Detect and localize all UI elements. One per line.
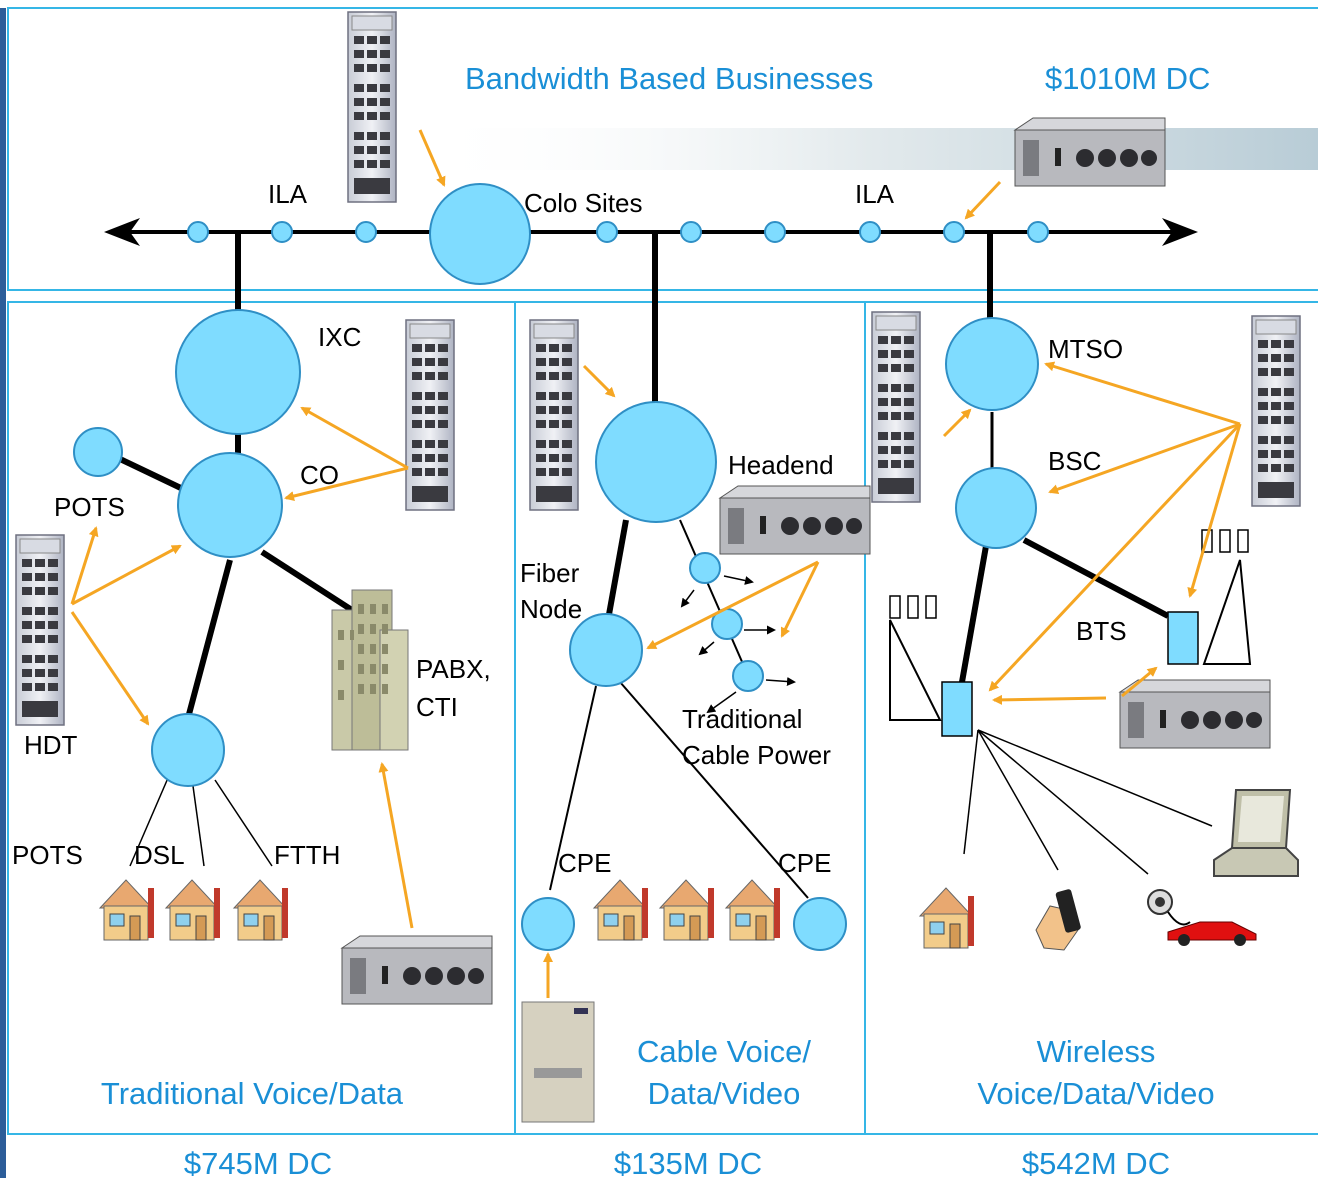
middle-links bbox=[549, 519, 809, 899]
background-haze bbox=[420, 128, 1318, 170]
ila-nodes bbox=[187, 221, 1049, 243]
right-value: $542M DC bbox=[1022, 1146, 1170, 1181]
headend-node bbox=[595, 401, 717, 523]
backbone bbox=[104, 218, 1198, 410]
middle-orange-arrows bbox=[543, 364, 820, 998]
middle-section-label-1: Cable Voice/ bbox=[637, 1034, 811, 1069]
bts-left-box bbox=[941, 681, 973, 737]
office-building-icon bbox=[331, 589, 409, 751]
fiber-node bbox=[569, 613, 643, 687]
bts-right-box bbox=[1167, 611, 1199, 665]
fiber-label-2: Node bbox=[520, 594, 582, 624]
pots-top-label: POTS bbox=[54, 492, 125, 522]
mtso-label: MTSO bbox=[1048, 334, 1123, 364]
co-node bbox=[177, 452, 283, 558]
ftth-label: FTTH bbox=[274, 840, 340, 870]
hdt-node bbox=[151, 713, 225, 787]
amp-node-3 bbox=[732, 660, 764, 692]
fiber-label-1: Fiber bbox=[520, 558, 580, 588]
top-ups-icon bbox=[1014, 117, 1166, 187]
trad-label-1: Traditional bbox=[682, 704, 802, 734]
colo-label: Colo Sites bbox=[524, 188, 643, 218]
left-ups-icon bbox=[341, 935, 493, 1005]
laptop-icon bbox=[1213, 789, 1299, 877]
co-label: CO bbox=[300, 460, 339, 490]
cpe-left-label: CPE bbox=[558, 848, 611, 878]
cellphone-icon bbox=[1035, 889, 1081, 951]
pabx-label-1: PABX, bbox=[416, 654, 491, 684]
ixc-node bbox=[175, 309, 301, 435]
cpe-left-node bbox=[521, 897, 575, 951]
house-icon-3 bbox=[233, 879, 289, 941]
house-icon-4 bbox=[593, 879, 649, 941]
headend-rack-icon bbox=[529, 319, 579, 511]
pots-bottom-label: POTS bbox=[12, 840, 83, 870]
left-section-label: Traditional Voice/Data bbox=[101, 1076, 404, 1111]
tower-left-icon bbox=[889, 619, 941, 721]
ixc-label: IXC bbox=[318, 322, 361, 352]
tower-right-icon bbox=[1202, 559, 1252, 665]
co-rack-icon bbox=[405, 319, 455, 511]
dsl-label: DSL bbox=[134, 840, 185, 870]
power-cabinet-icon bbox=[521, 1001, 595, 1123]
house-icon-6 bbox=[725, 879, 781, 941]
mtso-node bbox=[945, 317, 1039, 411]
middle-section-label-2: Data/Video bbox=[648, 1076, 801, 1111]
mtso-rack-icon bbox=[871, 311, 921, 503]
house-icon-5 bbox=[659, 879, 715, 941]
antenna-right-icon bbox=[1201, 529, 1249, 553]
pots-node bbox=[73, 427, 123, 477]
right-links bbox=[959, 412, 1213, 875]
cpe-right-label: CPE bbox=[778, 848, 831, 878]
trad-label-2: Cable Power bbox=[682, 740, 831, 770]
ila-right-label: ILA bbox=[855, 179, 895, 209]
power-arrows bbox=[680, 575, 796, 714]
top-title: Bandwidth Based Businesses bbox=[465, 61, 873, 96]
colo-site-node bbox=[429, 183, 531, 285]
bsc-node bbox=[955, 467, 1037, 549]
hdt-label: HDT bbox=[24, 730, 78, 760]
hdt-rack-icon bbox=[15, 534, 65, 726]
house-icon-1 bbox=[99, 879, 155, 941]
right-rack-icon bbox=[1251, 315, 1301, 507]
headend-label: Headend bbox=[728, 450, 834, 480]
top-value: $1010M DC bbox=[1045, 61, 1210, 96]
right-orange-arrows bbox=[942, 361, 1242, 705]
pabx-label-2: CTI bbox=[416, 692, 458, 722]
right-ups-icon bbox=[1119, 679, 1271, 749]
right-section-label-2: Voice/Data/Video bbox=[977, 1076, 1214, 1111]
antenna-left-icon bbox=[889, 595, 937, 619]
cpe-right-node bbox=[793, 897, 847, 951]
ila-left-label: ILA bbox=[268, 179, 308, 209]
middle-ups-icon bbox=[719, 485, 871, 555]
right-section-label-1: Wireless bbox=[1037, 1034, 1156, 1069]
left-edge-bar bbox=[0, 8, 6, 1178]
bts-label: BTS bbox=[1076, 616, 1127, 646]
middle-value: $135M DC bbox=[614, 1146, 762, 1181]
bsc-label: BSC bbox=[1048, 446, 1101, 476]
left-value: $745M DC bbox=[184, 1146, 332, 1181]
top-rack-icon bbox=[347, 11, 397, 203]
left-orange-arrows bbox=[70, 406, 414, 929]
house-icon-7 bbox=[919, 887, 975, 949]
section-frames bbox=[7, 7, 1318, 1135]
house-icon-2 bbox=[165, 879, 221, 941]
car-icon bbox=[1147, 889, 1257, 946]
amp-node-1 bbox=[689, 552, 721, 584]
